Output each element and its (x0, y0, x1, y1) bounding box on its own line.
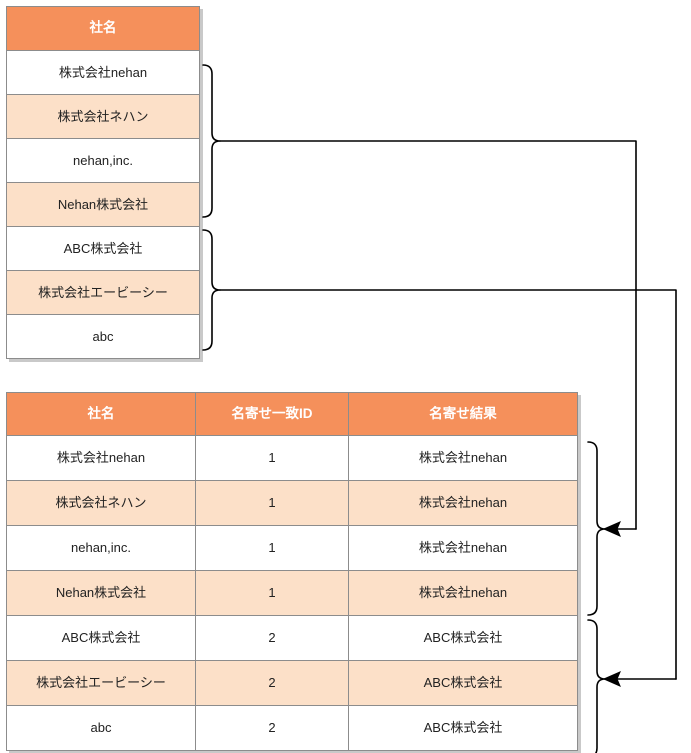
cell-match-result: ABC株式会社 (348, 615, 578, 661)
table-row[interactable]: ABC株式会社 2 ABC株式会社 (6, 615, 578, 661)
column-header-company-name: 社名 (6, 6, 200, 51)
cell-company-name: 株式会社エービーシー (6, 660, 196, 706)
cell-match-result: 株式会社nehan (348, 435, 578, 481)
table-row[interactable]: nehan,inc. 1 株式会社nehan (6, 525, 578, 571)
cell-match-id: 1 (195, 480, 349, 526)
table-header-row: 社名 (6, 6, 200, 51)
table-row[interactable]: 株式会社ネハン (6, 94, 200, 139)
cell-match-id: 2 (195, 705, 349, 751)
table-row[interactable]: 株式会社エービーシー (6, 270, 200, 315)
arrow-head-group-1 (602, 521, 621, 537)
table-row[interactable]: abc (6, 314, 200, 359)
cell-match-id: 1 (195, 570, 349, 616)
cell-company-name: Nehan株式会社 (6, 182, 200, 227)
table-row[interactable]: ABC株式会社 (6, 226, 200, 271)
table-row[interactable]: 株式会社ネハン 1 株式会社nehan (6, 480, 578, 526)
cell-match-result: 株式会社nehan (348, 480, 578, 526)
cell-company-name: ABC株式会社 (6, 615, 196, 661)
cell-company-name: 株式会社ネハン (6, 480, 196, 526)
cell-match-id: 1 (195, 435, 349, 481)
column-header-company-name: 社名 (6, 392, 196, 436)
table-row[interactable]: Nehan株式会社 (6, 182, 200, 227)
table-row[interactable]: nehan,inc. (6, 138, 200, 183)
arrow-head-group-2 (602, 671, 621, 687)
cell-match-id: 1 (195, 525, 349, 571)
brace-source-group-2 (202, 229, 221, 351)
brace-result-group-1 (587, 441, 606, 616)
cell-company-name: 株式会社nehan (6, 435, 196, 481)
cell-company-name: abc (6, 314, 200, 359)
cell-match-result: ABC株式会社 (348, 660, 578, 706)
cell-company-name: 株式会社エービーシー (6, 270, 200, 315)
table-row[interactable]: 株式会社nehan 1 株式会社nehan (6, 435, 578, 481)
cell-company-name: 株式会社ネハン (6, 94, 200, 139)
cell-company-name: nehan,inc. (6, 138, 200, 183)
table-row[interactable]: abc 2 ABC株式会社 (6, 705, 578, 751)
table-row[interactable]: 株式会社nehan (6, 50, 200, 95)
cell-company-name: nehan,inc. (6, 525, 196, 571)
cell-company-name: 株式会社nehan (6, 50, 200, 95)
brace-result-group-2 (587, 619, 606, 753)
cell-company-name: ABC株式会社 (6, 226, 200, 271)
column-header-match-result: 名寄せ結果 (348, 392, 578, 436)
cell-match-id: 2 (195, 615, 349, 661)
cell-match-result: 株式会社nehan (348, 525, 578, 571)
cell-company-name: abc (6, 705, 196, 751)
table-row[interactable]: Nehan株式会社 1 株式会社nehan (6, 570, 578, 616)
column-header-match-id: 名寄せ一致ID (195, 392, 349, 436)
source-company-table: 社名 株式会社nehan 株式会社ネハン nehan,inc. Nehan株式会… (6, 6, 200, 359)
cell-match-result: ABC株式会社 (348, 705, 578, 751)
table-header-row: 社名 名寄せ一致ID 名寄せ結果 (6, 392, 578, 436)
cell-match-id: 2 (195, 660, 349, 706)
cell-match-result: 株式会社nehan (348, 570, 578, 616)
name-matching-result-table: 社名 名寄せ一致ID 名寄せ結果 株式会社nehan 1 株式会社nehan 株… (6, 392, 578, 751)
cell-company-name: Nehan株式会社 (6, 570, 196, 616)
brace-source-group-1 (202, 64, 221, 218)
table-row[interactable]: 株式会社エービーシー 2 ABC株式会社 (6, 660, 578, 706)
